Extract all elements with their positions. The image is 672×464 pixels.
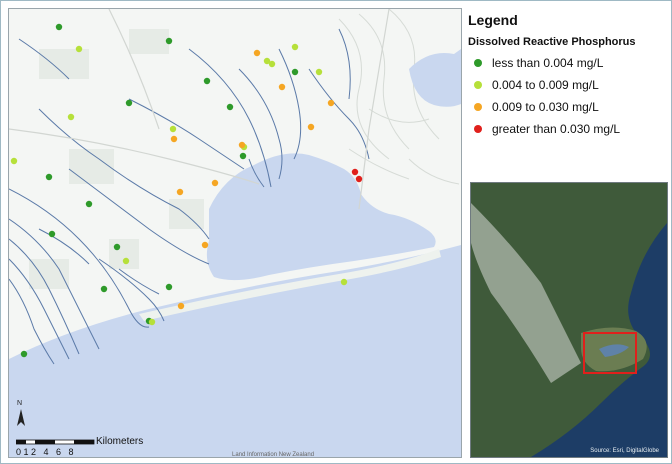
spit [139,249,441,321]
legend-item-label: greater than 0.030 mg/L [492,122,621,136]
scale-bar: Kilometers 0 1 2 4 6 8 [16,436,156,458]
site-marker[interactable] [263,57,271,65]
site-marker[interactable] [122,257,130,265]
site-marker[interactable] [170,135,178,143]
road-network [9,9,390,210]
site-marker[interactable] [176,188,184,196]
farmland-texture [29,29,204,289]
scale-unit-label: Kilometers [96,436,144,447]
site-marker[interactable] [75,45,83,53]
site-marker[interactable] [85,200,93,208]
legend-item-low: less than 0.004 mg/L [474,56,603,72]
legend-title: Legend [468,12,518,28]
inset-credit: Source: Esri, DigitalGlobe [590,448,659,454]
site-marker[interactable] [165,283,173,291]
site-marker[interactable] [278,83,286,91]
legend-dot-icon [474,102,482,111]
site-marker[interactable] [55,23,63,31]
legend-dot-icon [474,58,482,67]
legend-item-label: less than 0.004 mg/L [492,56,604,70]
scale-bar-graphic [16,439,95,445]
inset-study-area-box [583,332,637,374]
inset-lake [599,344,629,357]
north-letter: N [17,400,23,407]
site-marker[interactable] [307,123,315,131]
inset-locator-map[interactable]: Source: Esri, DigitalGlobe [470,182,668,458]
site-marker[interactable] [327,99,335,107]
site-marker[interactable] [291,43,299,51]
site-marker[interactable] [100,285,108,293]
site-marker[interactable] [10,157,18,165]
site-marker[interactable] [211,179,219,187]
site-marker[interactable] [355,175,363,183]
inset-mountains [471,203,581,383]
site-marker[interactable] [291,68,299,76]
site-marker[interactable] [45,173,53,181]
scale-tick-labels: 0 1 2 4 6 8 [16,447,74,457]
site-marker[interactable] [177,302,185,310]
site-marker[interactable] [169,125,177,133]
legend-dot-icon [474,80,482,89]
site-marker[interactable] [125,99,133,107]
north-arrow-icon [17,409,25,426]
legend: Legend Dissolved Reactive Phosphorus les… [468,10,668,180]
main-map[interactable] [8,8,462,458]
inset-map-canvas [471,183,667,457]
site-marker[interactable] [238,141,246,149]
site-marker[interactable] [201,241,209,249]
site-marker[interactable] [20,350,28,358]
legend-item-label: 0.009 to 0.030 mg/L [492,100,599,114]
site-marker[interactable] [226,103,234,111]
legend-item-mid-high: 0.009 to 0.030 mg/L [474,100,599,116]
site-marker[interactable] [351,168,359,176]
site-marker[interactable] [203,77,211,85]
site-marker[interactable] [315,68,323,76]
site-marker[interactable] [268,60,276,68]
lake [206,153,436,281]
ocean [9,245,461,457]
legend-dot-icon [474,124,482,133]
main-map-credit: Land Information New Zealand [232,452,315,458]
site-marker[interactable] [148,318,156,326]
site-marker[interactable] [48,230,56,238]
hill-texture [338,9,460,185]
site-marker[interactable] [239,152,247,160]
site-marker[interactable] [113,243,121,251]
site-marker[interactable] [253,49,261,57]
north-arrow: N [14,400,28,430]
legend-item-label: 0.004 to 0.009 mg/L [492,78,599,92]
site-marker[interactable] [340,278,348,286]
river-network [9,28,370,365]
legend-subtitle: Dissolved Reactive Phosphorus [468,36,636,48]
legend-item-low-mid: 0.004 to 0.009 mg/L [474,78,599,94]
inset-land [471,183,667,457]
main-map-canvas [9,9,461,457]
legend-item-high: greater than 0.030 mg/L [474,122,620,138]
site-marker[interactable] [67,113,75,121]
harbour [409,49,461,107]
sample-sites [10,23,363,358]
site-marker[interactable] [165,37,173,45]
